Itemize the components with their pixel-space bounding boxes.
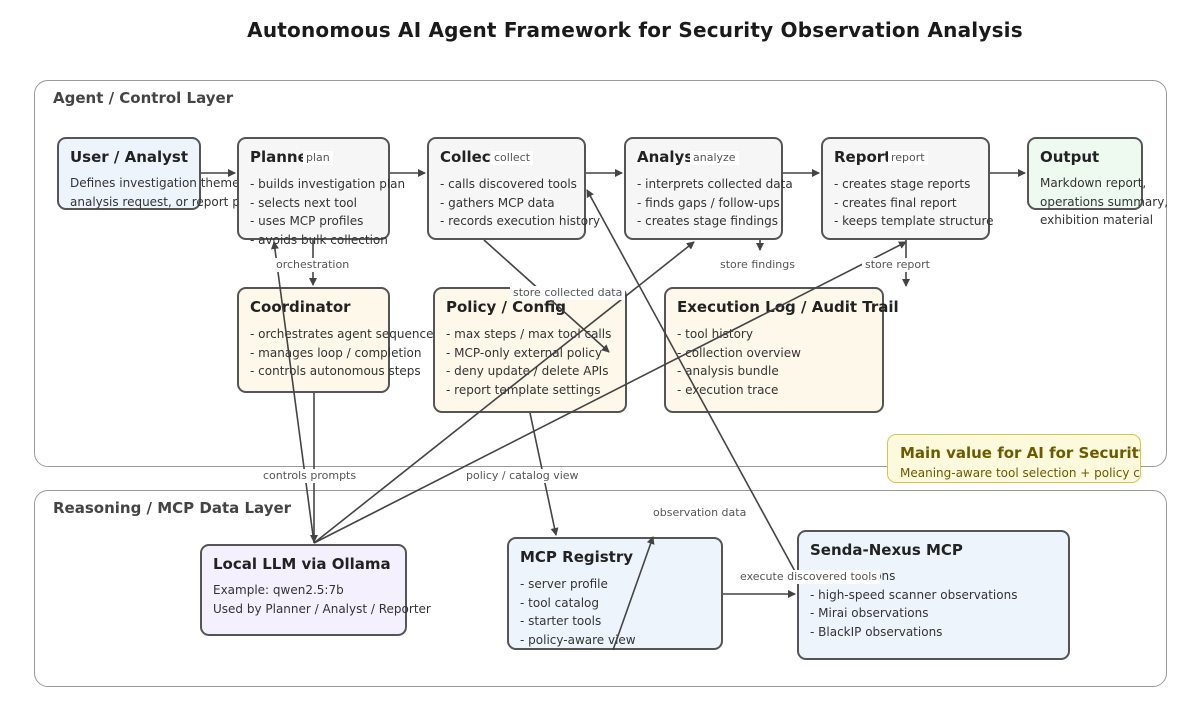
execution-log-line: - analysis bundle bbox=[677, 364, 779, 379]
main-value-callout: Main value for AI for Security Meaning-a… bbox=[887, 434, 1141, 483]
planner-line: - uses MCP profiles bbox=[250, 214, 364, 229]
coordinator-title: Coordinator bbox=[250, 298, 351, 316]
user-analyst-line: analysis request, or report purpose bbox=[70, 194, 281, 209]
analyst-line: - interprets collected data bbox=[637, 177, 793, 191]
execution-log-line: - tool history bbox=[677, 327, 753, 341]
senda-nexus-title: Senda-Nexus MCP bbox=[810, 541, 963, 559]
mcp-registry-line: - policy-aware view bbox=[520, 632, 636, 647]
execution-log-title: Execution Log / Audit Trail bbox=[677, 298, 899, 316]
user-analyst-node: User / Analyst Defines investigation the… bbox=[57, 137, 281, 210]
reporter-line: - creates stage reports bbox=[834, 177, 971, 191]
collector-line: - calls discovered tools bbox=[440, 177, 577, 191]
output-line: operations summary, bbox=[1040, 194, 1169, 209]
collector-line: - records execution history bbox=[440, 214, 601, 229]
diagram-title: Autonomous AI Agent Framework for Securi… bbox=[247, 18, 1023, 42]
mcp-registry-line: - server profile bbox=[520, 577, 608, 591]
edge-label-analyze: analyze bbox=[690, 151, 739, 165]
edge-senda-to-collector bbox=[586, 189, 798, 576]
reasoning-mcp-layer: Reasoning / MCP Data Layer bbox=[34, 490, 1167, 687]
mcp-registry-line: - tool catalog bbox=[520, 595, 599, 610]
local-llm-line: Example: qwen2.5:7b bbox=[213, 583, 344, 597]
execution-log-node: Execution Log / Audit Trail - tool histo… bbox=[664, 287, 899, 413]
coordinator-line: - controls autonomous steps bbox=[250, 364, 421, 379]
edge-label-store-findings: store findings bbox=[717, 258, 798, 272]
agent-control-layer-title: Agent / Control Layer bbox=[53, 89, 234, 107]
coordinator-node: Coordinator - orchestrates agent sequenc… bbox=[237, 287, 433, 393]
analyst-title: Analyst bbox=[637, 148, 701, 166]
user-analyst-line: Defines investigation theme, bbox=[70, 176, 244, 190]
edge-label-controls-prompts: controls prompts bbox=[260, 469, 360, 483]
execution-log-line: - collection overview bbox=[677, 345, 801, 360]
edge-llm-to-planner bbox=[270, 241, 315, 544]
edge-observation-data bbox=[612, 536, 655, 651]
policy-config-line: - max steps / max tool calls bbox=[446, 327, 612, 341]
coordinator-line: - orchestrates agent sequence bbox=[250, 327, 434, 341]
local-llm-line: Used by Planner / Analyst / Reporter bbox=[213, 601, 431, 616]
policy-config-line: - MCP-only external policy bbox=[446, 345, 603, 360]
edge-label-report: report bbox=[888, 151, 928, 165]
edge-llm-to-reporter bbox=[313, 241, 907, 544]
mcp-registry-node: MCP Registry - server profile - tool cat… bbox=[507, 537, 723, 650]
edge-llm-to-analyst bbox=[313, 241, 695, 544]
senda-nexus-line: - Mirai observations bbox=[810, 606, 929, 621]
policy-config-title: Policy / Config bbox=[446, 298, 567, 316]
main-value-subtitle: Meaning-aware tool selection + policy co… bbox=[900, 466, 1140, 480]
output-line: Markdown report, bbox=[1040, 176, 1147, 190]
agent-control-layer: Agent / Control Layer bbox=[34, 80, 1167, 467]
reasoning-mcp-layer-title: Reasoning / MCP Data Layer bbox=[53, 499, 292, 517]
edge-label-policy-catalog: policy / catalog view bbox=[463, 469, 582, 483]
edge-label-collect: collect bbox=[491, 151, 534, 165]
policy-config-line: - deny update / delete APIs bbox=[446, 364, 609, 379]
edge-label-observation-data: observation data bbox=[650, 506, 750, 520]
mcp-registry-title: MCP Registry bbox=[520, 548, 634, 566]
local-llm-node: Local LLM via Ollama Example: qwen2.5:7b… bbox=[200, 544, 431, 636]
planner-line: - builds investigation plan bbox=[250, 177, 406, 191]
edge-label-execute-tools: execute discovered tools bbox=[737, 570, 881, 584]
coordinator-line: - manages loop / completion bbox=[250, 345, 422, 360]
main-value-title: Main value for AI for Security bbox=[900, 444, 1141, 462]
planner-line: - avoids bulk collection bbox=[250, 232, 388, 247]
senda-nexus-line: - high-speed scanner observations bbox=[810, 587, 1018, 602]
analyst-line: - creates stage findings bbox=[637, 214, 779, 229]
user-analyst-title: User / Analyst bbox=[70, 148, 189, 166]
mcp-registry-line: - starter tools bbox=[520, 614, 602, 629]
planner-node: Planner - builds investigation plan - se… bbox=[237, 137, 405, 247]
output-node: Output Markdown report, operations summa… bbox=[1027, 137, 1168, 227]
reporter-line: - creates final report bbox=[834, 195, 957, 210]
output-line: exhibition material bbox=[1040, 213, 1154, 228]
policy-config-line: - report template settings bbox=[446, 382, 601, 397]
policy-config-node: Policy / Config - max steps / max tool c… bbox=[433, 287, 627, 413]
planner-title: Planner bbox=[250, 148, 316, 166]
edge-label-store-report: store report bbox=[862, 258, 933, 272]
planner-line: - selects next tool bbox=[250, 195, 357, 210]
local-llm-title: Local LLM via Ollama bbox=[213, 555, 391, 573]
execution-log-line: - execution trace bbox=[677, 382, 779, 397]
reporter-line: - keeps template structure bbox=[834, 214, 994, 229]
edge-label-store-collected: store collected data bbox=[510, 286, 626, 300]
output-title: Output bbox=[1040, 148, 1100, 166]
senda-nexus-line: - BlackIP observations bbox=[810, 624, 943, 639]
collector-line: - gathers MCP data bbox=[440, 195, 555, 210]
edge-label-plan: plan bbox=[303, 151, 333, 165]
analyst-line: - finds gaps / follow-ups bbox=[637, 195, 780, 210]
edge-label-orchestration: orchestration bbox=[273, 258, 353, 272]
